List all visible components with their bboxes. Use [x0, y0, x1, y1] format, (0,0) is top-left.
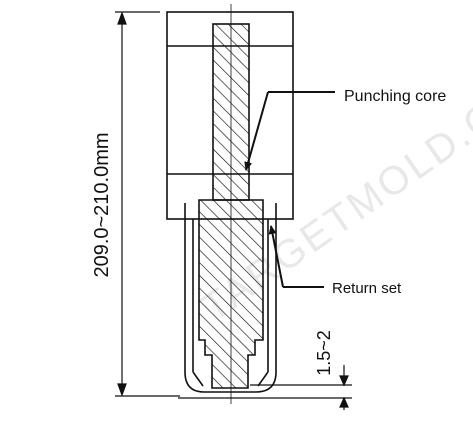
return-set-label: Return set [332, 280, 402, 297]
punching-core-label: Punching core [344, 88, 446, 105]
overall-dimension-label: 209.0~210.0mm [91, 132, 113, 277]
return-set-sleeve [184, 203, 277, 393]
gap-dimension [250, 365, 352, 410]
punching-core-leader [244, 91, 335, 171]
overall-dimension [115, 11, 180, 397]
return-set-leader [268, 225, 324, 288]
gap-dimension-label: 1.5~2 [314, 330, 334, 376]
punching-core [198, 23, 264, 389]
